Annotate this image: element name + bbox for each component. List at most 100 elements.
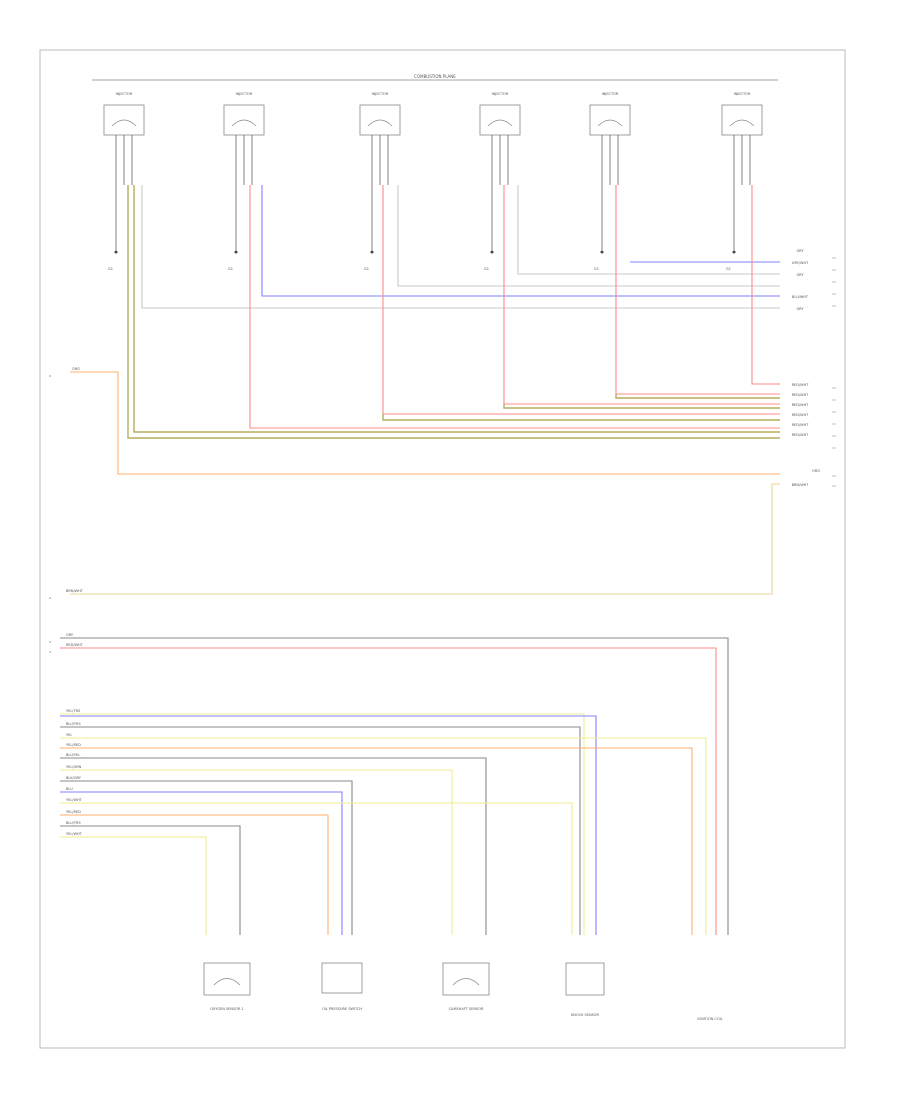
oxygen-sensor: OXYGEN SENSOR 1: [203, 962, 251, 1011]
ground-point: [732, 250, 736, 254]
component-label: KNOCK SENSOR: [571, 1013, 600, 1017]
injector-label: INJECTOR: [372, 92, 389, 96]
ground-point: [234, 250, 238, 254]
ignition-coil: IGNITION COIL: [697, 1017, 722, 1021]
right-label: GRY: [796, 249, 804, 253]
oil-pressure-switch: OIL PRESSURE SWITCH: [321, 962, 362, 1011]
right-label: RED/WHT: [792, 393, 810, 397]
right-label: RED/WHT: [792, 383, 810, 387]
injector-label: INJECTOR: [492, 92, 509, 96]
right-label: RED/WHT: [792, 423, 810, 427]
injector-coil-symbol: [231, 119, 257, 127]
bottom-components: OXYGEN SENSOR 1 OIL PRESSURE SWITCH CAMS…: [203, 962, 723, 1021]
injector-coil-symbol: [367, 119, 393, 127]
bundle-label: YEL/TRS: [66, 709, 81, 713]
wire-red-5: [751, 185, 780, 385]
ground-point: [600, 250, 604, 254]
right-label: ORG: [812, 469, 820, 473]
ground-label: G1: [594, 267, 599, 271]
wire-bundle-8: [60, 780, 353, 935]
bundle-labels: YEL/TRSBLU/TRSYELYEL/REDBLU/YELYEL/GRNBL…: [66, 709, 83, 836]
right-label: GRY: [796, 273, 804, 277]
bundle-label: YEL/WHT: [66, 832, 83, 836]
wire-bundle-13: [60, 836, 207, 935]
right-label: RED/WHT: [792, 403, 810, 407]
injector-label: INJECTOR: [116, 92, 133, 96]
knock-sensor: KNOCK SENSOR: [565, 962, 605, 1017]
injector-label: INJECTOR: [602, 92, 619, 96]
wire-bundle-1: [60, 713, 585, 935]
ground-label: G1: [484, 267, 489, 271]
right-label: BRN/WHT: [792, 483, 810, 487]
ground-label: G1: [726, 267, 731, 271]
right-label: RED/WHT: [792, 413, 810, 417]
bundle-label: YEL: [66, 733, 72, 737]
bundle-label: YEL/WHT: [66, 798, 83, 802]
right-labels: GRY GRY/WHT GRY BLU/WHT GRY RED/WHT RED/…: [792, 249, 821, 487]
wire-bundle-12: [60, 825, 241, 935]
wire-blue-1: [261, 185, 780, 297]
injector-label: INJECTOR: [236, 92, 253, 96]
wire-gray-3: [517, 185, 780, 275]
injector-coil-symbol: [597, 119, 623, 127]
wire-orange-long: [70, 371, 780, 475]
injector-coil-symbol: [729, 119, 755, 127]
right-label: GRY: [796, 307, 804, 311]
bundle-label: BLU: [66, 787, 73, 791]
injector-label: INJECTOR: [734, 92, 751, 96]
bundle-label: YEL/RED: [66, 743, 81, 747]
wire-bundle-2: [60, 715, 597, 935]
left-labels: ORG BRN/WHT GRY RED/WHT: [66, 367, 84, 647]
component-label: IGNITION COIL: [697, 1017, 722, 1021]
wire-olive-5: [615, 394, 780, 399]
injector-coil-symbol: [487, 119, 513, 127]
wire-olive-1: [127, 185, 780, 439]
left-label: RED/WHT: [66, 643, 84, 647]
injector-coil-symbol: [111, 119, 137, 127]
wire-tan-long: [70, 483, 780, 595]
wire-bundle-10: [60, 802, 573, 935]
ground-point: [370, 250, 374, 254]
ground-point: [114, 250, 118, 254]
ground-label: G1: [228, 267, 233, 271]
bundle-label: YEL/GRN: [66, 765, 82, 769]
wire-red-1: [249, 185, 780, 429]
bundle-label: BLU/TRS: [66, 722, 81, 726]
left-label: ORG: [72, 367, 80, 371]
wire-olive-2: [133, 185, 780, 433]
section-title: COMBUSTION PLANE: [414, 74, 456, 79]
right-label: BLU/WHT: [792, 295, 809, 299]
component-label: OXYGEN SENSOR 1: [210, 1007, 244, 1011]
right-label: RED/WHT: [792, 433, 810, 437]
wire-bundle-5: [60, 747, 693, 935]
wire-bundle-7: [60, 769, 453, 935]
injector-connector: INJECTOR G1: [721, 92, 763, 271]
bundle-label: YEL/RED: [66, 810, 81, 814]
ground-point: [490, 250, 494, 254]
wire-bundle-4: [60, 737, 707, 935]
wire-bundle-6: [60, 757, 487, 935]
right-pin-ticks: [832, 257, 836, 487]
wire-bundle-9: [60, 791, 343, 935]
wire-olive-4: [503, 404, 780, 409]
ground-label: G1: [364, 267, 369, 271]
wire-bundle-11: [60, 814, 329, 935]
injector-connector: INJECTOR G1: [589, 92, 631, 271]
wire-gray-2: [397, 185, 780, 287]
wire-bundle-3: [60, 726, 581, 935]
camshaft-sensor: CAMSHAFT SENSOR: [442, 962, 490, 1011]
injector-connector: INJECTOR G1: [103, 92, 145, 271]
injector-connector: INJECTOR G1: [359, 92, 401, 271]
bundle-label: BLU/TRS: [66, 821, 81, 825]
component-label: CAMSHAFT SENSOR: [449, 1007, 484, 1011]
injector-group: INJECTOR G1 INJECTOR G1 INJECTOR G1 INJECTOR G1…: [103, 92, 763, 271]
diagram-frame: [39, 49, 846, 1049]
left-label: GRY: [66, 633, 74, 637]
injector-connector: INJECTOR G1: [479, 92, 521, 271]
right-label: GRY/WHT: [792, 261, 809, 265]
left-pin-ticks: [49, 375, 51, 653]
ground-label: G1: [108, 267, 113, 271]
injector-connector: INJECTOR G1: [223, 92, 265, 271]
wire-red-lower: [60, 647, 717, 935]
